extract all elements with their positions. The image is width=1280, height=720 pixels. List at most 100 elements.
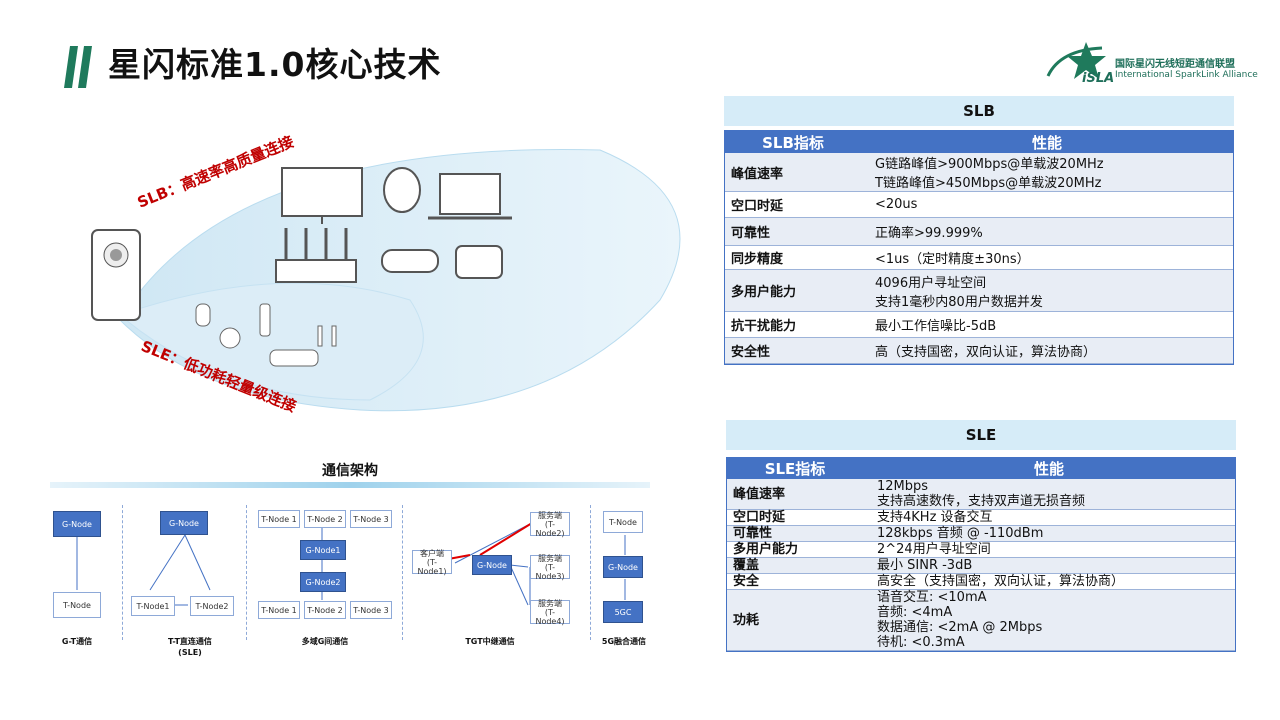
slb-value-line: 高（支持国密，双向认证，算法协商）	[875, 345, 1097, 360]
tt-t-node1: T-Node1	[131, 596, 175, 616]
multi-top-t-node1: T-Node 1	[258, 510, 300, 528]
sle-row: 安全高安全（支持国密，双向认证，算法协商）	[727, 573, 1235, 590]
multi-caption: 多域G间通信	[301, 637, 349, 646]
slb-metric-cell: 抗干扰能力	[725, 311, 861, 338]
logo-mark-text: iSLA	[1082, 71, 1114, 86]
arch-connectors	[76, 522, 626, 606]
laptop-icon	[439, 173, 501, 215]
tt-caption-sub: (SLE)	[178, 648, 202, 657]
sle-value-line: 待机: <0.3mA	[877, 635, 965, 650]
slb-row: 抗干扰能力最小工作信噪比-5dB	[725, 311, 1233, 338]
sle-value-line: 高安全（支持国密，双向认证，算法协商）	[877, 574, 1125, 589]
watch-icon	[219, 327, 241, 349]
slb-value-line: 支持1毫秒内80用户数据并发	[875, 294, 1043, 310]
fiveg-g-node: G-Node	[603, 556, 643, 578]
slb-metric-cell: 同步精度	[725, 245, 861, 270]
mouse-icon	[195, 303, 211, 327]
slb-metric-cell: 可靠性	[725, 217, 861, 246]
vr-glasses-icon	[381, 249, 439, 273]
slb-value-line: 正确率>99.999%	[875, 226, 983, 241]
slb-value-line: <20us	[875, 197, 918, 212]
slb-row: 同步精度 <1us（定时精度±30ns）	[725, 245, 1233, 270]
sle-metric-cell: 覆盖	[727, 557, 863, 574]
slb-value-line: <1us（定时精度±30ns）	[875, 252, 1030, 267]
tgt-server4-id: (T-Node4)	[535, 607, 565, 626]
tgt-client-label: 客户端	[420, 548, 444, 558]
car-icon	[269, 349, 319, 367]
tgt-client-node: 客户端(T-Node1)	[412, 548, 452, 576]
slb-row: 可靠性正确率>99.999%	[725, 217, 1233, 246]
slb-value-line: T链路峰值>450Mbps@单载波20MHz	[875, 176, 1102, 191]
multi-g-node2: G-Node2	[300, 572, 346, 592]
tgt-server-node2: 服务端(T-Node2)	[530, 511, 570, 538]
isla-logo: iSLA	[1046, 42, 1114, 86]
coverage-diagram: SLB：高速率高质量连接 SLE：低功耗轻量级连接	[91, 133, 681, 416]
multi-bottom-t-node3: T-Node 3	[350, 601, 392, 619]
gt-g-node: G-Node	[53, 511, 101, 537]
sle-value-line: 最小 SINR -3dB	[877, 558, 973, 573]
slb-value-cell: 4096用户寻址空间支持1毫秒内80用户数据并发	[861, 269, 1233, 312]
slb-value-line: 4096用户寻址空间	[875, 275, 987, 291]
router-icon	[275, 259, 357, 283]
tgt-server3-label: 服务端	[538, 553, 562, 563]
sle-table-header: SLE	[726, 420, 1236, 450]
sle-row: 空口时延支持4KHz 设备交互	[727, 509, 1235, 526]
slb-value-line: 最小工作信噪比-5dB	[875, 319, 997, 334]
smart-speaker-icon	[383, 167, 421, 213]
sle-value-cell: 最小 SINR -3dB	[863, 557, 1235, 574]
slb-value-cell: 正确率>99.999%	[861, 217, 1233, 246]
multi-top-t-node3: T-Node 3	[350, 510, 392, 528]
slb-col-performance: 性能	[861, 131, 1233, 153]
earbuds-icon	[317, 325, 323, 347]
car-screen-icon	[455, 245, 503, 279]
slb-metric-cell: 安全性	[725, 337, 861, 364]
sle-metric-cell: 空口时延	[727, 509, 863, 526]
arch-title-bar	[50, 482, 650, 488]
sle-value-line: 支持高速数传，支持双声道无损音频	[877, 494, 1086, 509]
multi-bottom-t-node1: T-Node 1	[258, 601, 300, 619]
fiveg-caption: 5G融合通信	[601, 637, 647, 646]
slb-table-header: SLB	[724, 96, 1234, 126]
sle-col-metric: SLE指标	[727, 458, 863, 479]
sle-row: 覆盖最小 SINR -3dB	[727, 557, 1235, 574]
sle-metric-cell: 安全	[727, 573, 863, 590]
sle-metric-cell: 功耗	[727, 589, 863, 651]
slb-metric-cell: 峰值速率	[725, 153, 861, 192]
sle-col-performance: 性能	[863, 458, 1235, 479]
sle-value-cell: 2^24用户寻址空间	[863, 541, 1235, 558]
tgt-g-node: G-Node	[472, 555, 512, 575]
slb-col-metric: SLB指标	[725, 131, 861, 153]
monitor-icon	[281, 167, 363, 217]
sle-value-line: 语音交互: <10mA	[877, 590, 987, 605]
slb-value-line: G链路峰值>900Mbps@单载波20MHz	[875, 157, 1104, 172]
gt-t-node: T-Node	[53, 592, 101, 618]
sle-value-line: 数据通信: <2mA @ 2Mbps	[877, 620, 1043, 635]
slb-row: 安全性高（支持国密，双向认证，算法协商）	[725, 337, 1233, 364]
sle-metric-cell: 峰值速率	[727, 479, 863, 510]
title-accent-icon	[64, 46, 92, 88]
sle-value-cell: 128kbps 音频 @ -110dBm	[863, 525, 1235, 542]
sle-value-cell: 高安全（支持国密，双向认证，算法协商）	[863, 573, 1235, 590]
tgt-server2-id: (T-Node2)	[535, 519, 565, 538]
logo-english-name: International SparkLink Alliance	[1115, 70, 1258, 80]
slb-value-cell: 高（支持国密，双向认证，算法协商）	[861, 337, 1233, 364]
sle-value-line: 128kbps 音频 @ -110dBm	[877, 526, 1044, 541]
logo-chinese-name: 国际星闪无线短距通信联盟	[1115, 59, 1235, 70]
band-icon	[259, 303, 271, 337]
sle-value-cell: 支持4KHz 设备交互	[863, 509, 1235, 526]
multi-top-t-node2: T-Node 2	[304, 510, 346, 528]
tgt-server3-id: (T-Node3)	[535, 562, 565, 581]
arch-title: 通信架构	[322, 463, 378, 479]
fiveg-core-node: 5GC	[603, 601, 643, 623]
